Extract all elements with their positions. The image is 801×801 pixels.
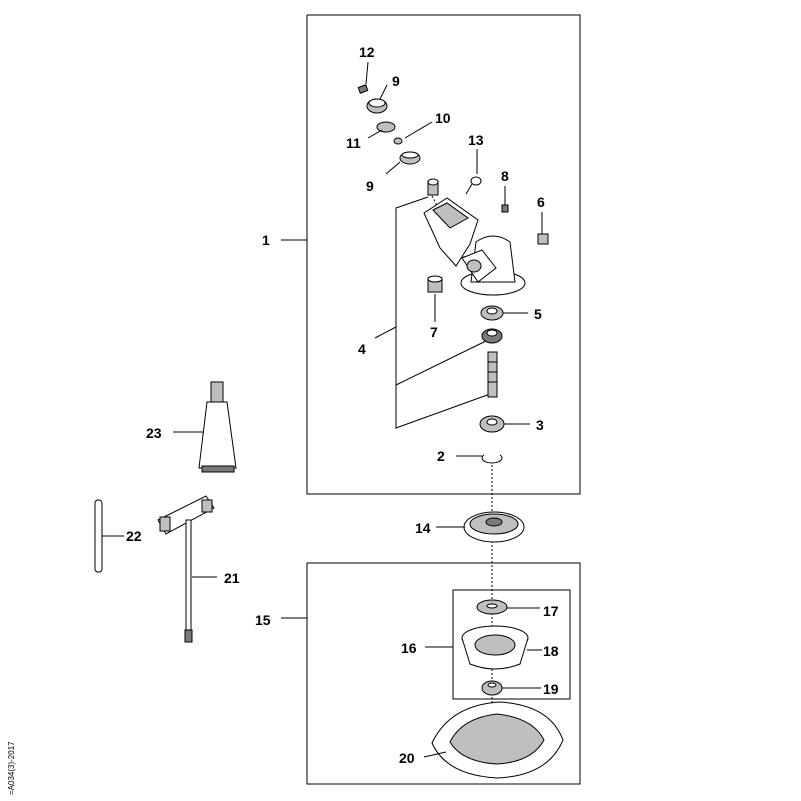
guard-plate-20 <box>431 701 564 779</box>
nut-19 <box>481 680 503 696</box>
head-assembly-box <box>306 562 581 785</box>
label-4: 4 <box>358 341 366 357</box>
label-17: 17 <box>543 603 559 619</box>
bracket-4 <box>374 196 491 429</box>
label-19: 19 <box>543 681 559 697</box>
label-1: 1 <box>262 232 270 248</box>
label-13: 13 <box>468 132 484 148</box>
wrench-21 <box>157 495 215 643</box>
label-18: 18 <box>543 643 559 659</box>
cup-18 <box>461 625 529 670</box>
label-8: 8 <box>501 168 509 184</box>
washer-17 <box>476 599 508 615</box>
grease-tube-23 <box>198 381 237 473</box>
bevel-gear <box>481 328 503 344</box>
label-16: 16 <box>401 640 417 656</box>
bushing-9-upper <box>366 98 388 114</box>
label-3: 3 <box>536 417 544 433</box>
circlip-2 <box>481 454 503 464</box>
bushing-9-lower <box>399 151 421 165</box>
label-2: 2 <box>437 448 445 464</box>
label-23: 23 <box>146 425 162 441</box>
leader-lines <box>102 61 543 758</box>
gear-case-assembly-box <box>306 14 581 495</box>
gear-case <box>423 197 526 296</box>
set-screw-12 <box>357 84 369 94</box>
label-12: 12 <box>359 44 375 60</box>
pin-10 <box>393 137 403 145</box>
rod-22 <box>94 499 103 573</box>
bearing-3 <box>479 415 505 433</box>
bushing-11 <box>376 121 396 133</box>
receiver-plate-14 <box>463 511 525 543</box>
label-14: 14 <box>415 520 431 536</box>
drawing-code: =A034(3)-2017 <box>7 741 16 795</box>
label-5: 5 <box>534 306 542 322</box>
label-6: 6 <box>537 194 545 210</box>
clamp-bolt <box>427 178 439 196</box>
label-11: 11 <box>346 135 361 151</box>
label-9-upper: 9 <box>392 73 400 89</box>
label-10: 10 <box>435 110 451 126</box>
screw-8 <box>501 204 509 213</box>
bolt-13 <box>465 176 482 195</box>
label-9-lower: 9 <box>366 178 374 194</box>
label-15: 15 <box>255 612 271 628</box>
bearing-5 <box>480 305 504 321</box>
nylon-head-sub-box <box>452 589 571 700</box>
label-7: 7 <box>430 324 438 340</box>
output-shaft <box>487 351 498 398</box>
plug-6 <box>537 233 549 245</box>
label-20: 20 <box>399 750 415 766</box>
label-21: 21 <box>224 570 240 586</box>
label-22: 22 <box>126 528 142 544</box>
plug-7 <box>427 275 443 293</box>
